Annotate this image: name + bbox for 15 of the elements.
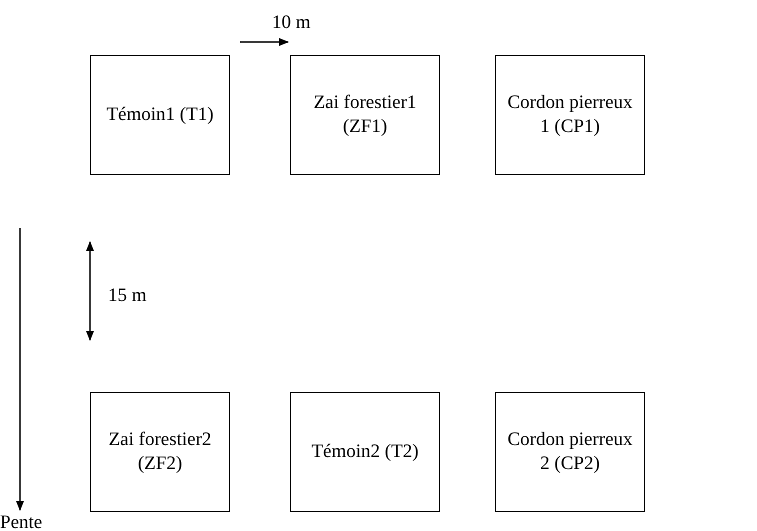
plot-box: [495, 392, 645, 512]
plot-label: Zai forestier1 (ZF1): [312, 91, 418, 139]
plot-box: [90, 392, 230, 512]
plot-label: Zai forestier2 (ZF2): [108, 428, 212, 476]
dimension-label: 15 m: [108, 285, 147, 307]
plot-label: Témoin2 (T2): [310, 440, 420, 464]
dimension-label: 10 m: [272, 12, 311, 34]
plot-box: [290, 55, 440, 175]
plot-label: Cordon pierreux 1 (CP1): [506, 91, 634, 139]
plot-label: Témoin1 (T1): [105, 103, 215, 127]
plot-box: [495, 55, 645, 175]
plot-label: Cordon pierreux 2 (CP2): [506, 428, 634, 476]
plot-box: [290, 392, 440, 512]
direction-label: Pente: [0, 512, 42, 531]
plot-box: [90, 55, 230, 175]
